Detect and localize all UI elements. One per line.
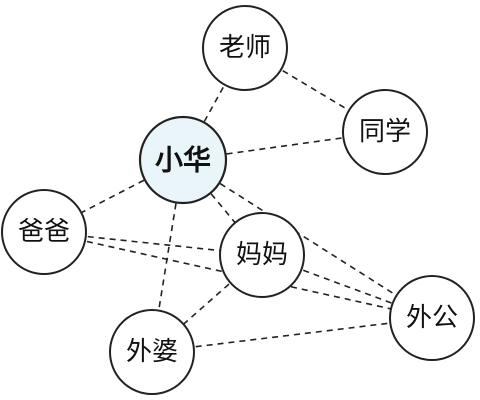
- node-circle-baba: [1, 189, 87, 275]
- node-label-tongxue: 同学: [359, 117, 411, 147]
- edge-waipo-waigong: [151, 317, 433, 353]
- edge-mama-waigong: [261, 254, 433, 319]
- node-label-waipo: 外婆: [126, 337, 178, 367]
- node-circle-xiaohua: [138, 115, 228, 205]
- node-label-laoshi: 老师: [219, 33, 271, 63]
- node-label-mama: 妈妈: [236, 240, 288, 270]
- edge-xiaohua-waigong: [182, 159, 433, 319]
- node-laoshi: 老师: [202, 5, 288, 91]
- node-mama: 妈妈: [219, 212, 305, 298]
- node-circle-tongxue: [342, 89, 428, 175]
- node-tongxue: 同学: [342, 89, 428, 175]
- node-circle-laoshi: [202, 5, 288, 91]
- node-baba: 爸爸: [1, 189, 87, 275]
- node-label-baba: 爸爸: [18, 217, 70, 247]
- node-label-xiaohua: 小华: [155, 144, 211, 177]
- node-circle-waipo: [109, 309, 195, 395]
- node-circle-waigong: [389, 275, 475, 361]
- node-label-waigong: 外公: [406, 303, 458, 333]
- node-waigong: 外公: [389, 275, 475, 361]
- node-xiaohua: 小华: [138, 115, 228, 205]
- node-circle-mama: [219, 212, 305, 298]
- node-waipo: 外婆: [109, 309, 195, 395]
